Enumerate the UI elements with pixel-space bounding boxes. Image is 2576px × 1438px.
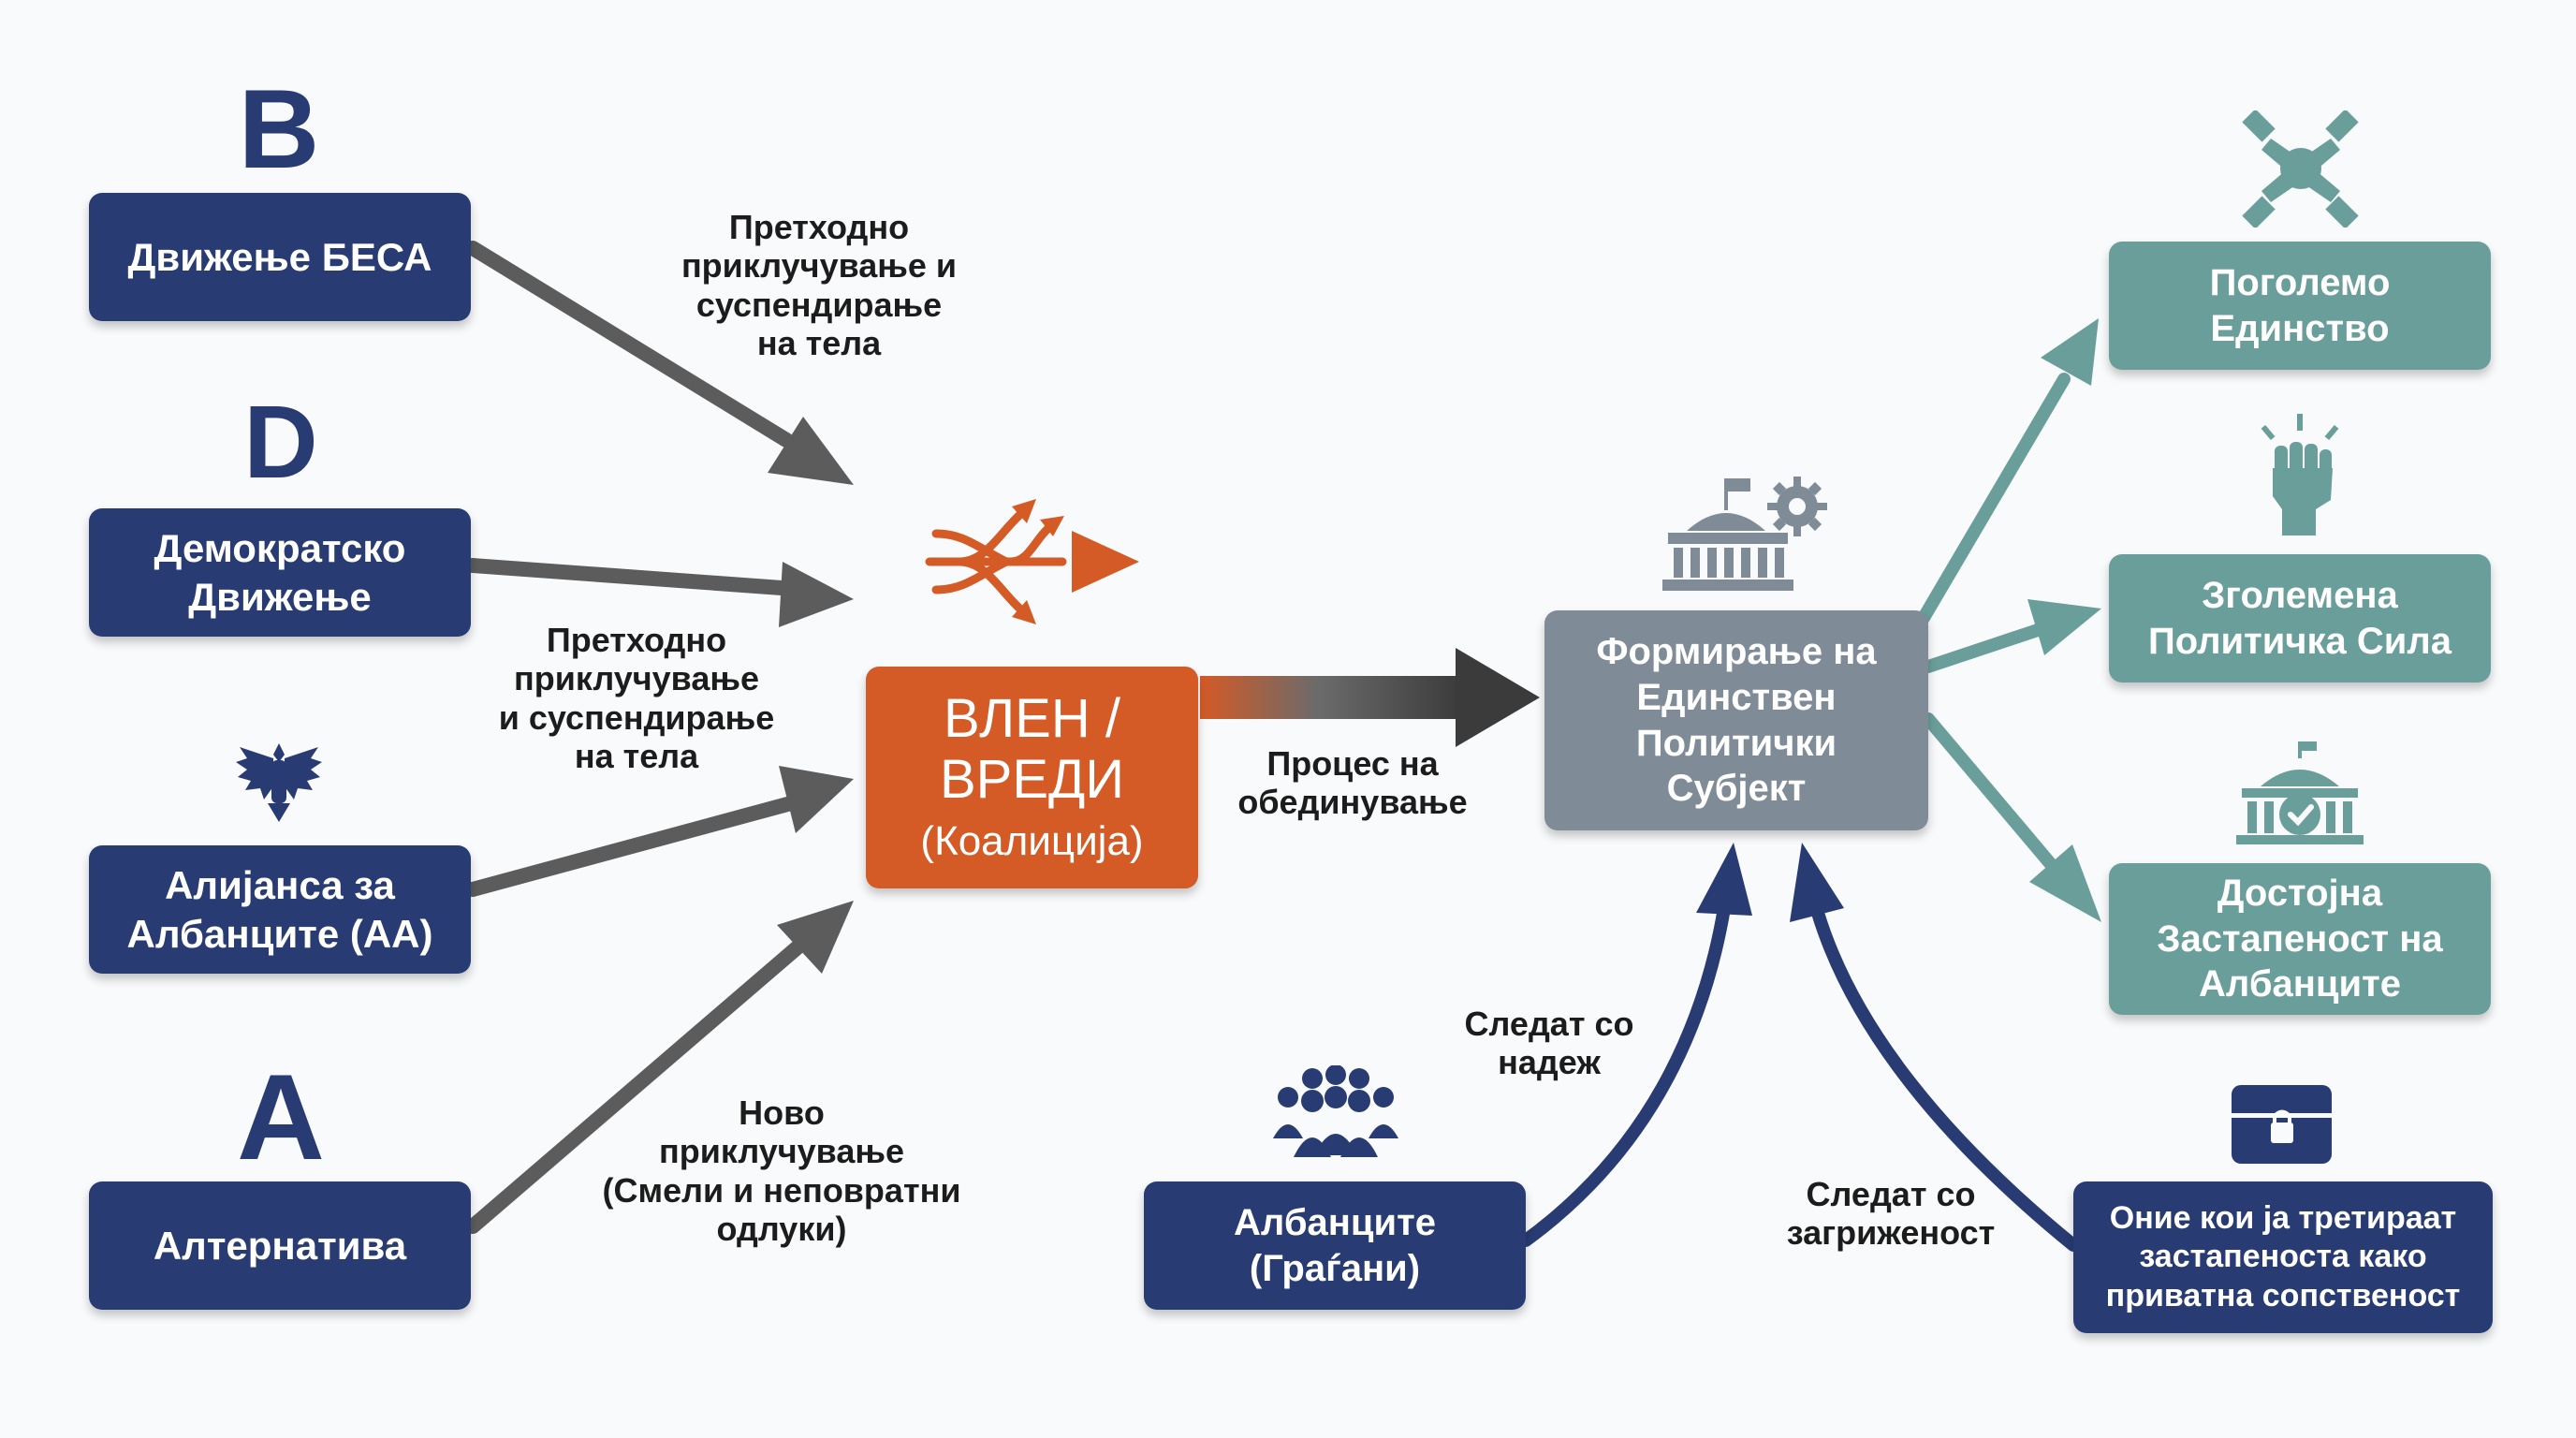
coalition-title: ВЛЕН / ВРЕДИ (939, 687, 1125, 810)
raised-fist-icon (2261, 414, 2339, 536)
outcome-greater-unity: Поголемо Единство (2109, 242, 2491, 370)
vlen-vredi-coalition: ВЛЕН / ВРЕДИ (Коалиција) (866, 667, 1198, 888)
edge-label-alternativa: Ново приклучување (Смели и неповратни од… (602, 1093, 961, 1249)
locked-chest-icon (2232, 1085, 2332, 1164)
parliament-check-icon (2236, 741, 2364, 844)
party-alternativa: Алтернатива (89, 1181, 471, 1310)
arrow-citizens-to-entity (1519, 843, 1752, 1247)
private-ownership-group: Оние кои ја третираат застапеноста како … (2073, 1181, 2493, 1333)
arrow-entity-to-representation (1922, 712, 2101, 922)
albanian-citizens: Албанците (Граѓани) (1144, 1181, 1526, 1310)
arrow-besa-to-vlen (465, 241, 854, 485)
besa-logo-icon: B (238, 66, 320, 192)
people-group-icon (1273, 1065, 1398, 1157)
handshake-icon (2242, 110, 2359, 227)
coalition-subtitle: (Коалиција) (920, 817, 1144, 864)
party-alliance-for-albanians: Алијанса за Албанците (АА) (89, 845, 471, 974)
arrow-entity-to-unity (1917, 318, 2099, 624)
edge-label-concern: Следат со загриженост (1786, 1175, 1996, 1253)
dd-logo-icon: D (243, 385, 318, 500)
alternativa-logo-icon: A (237, 1049, 325, 1185)
party-democratic-movement: Демократско Движење (89, 508, 471, 637)
party-besa: Движење БЕСА (89, 193, 471, 321)
arrow-vlen-to-entity (1200, 648, 1540, 747)
outcome-dignified-representation: Достојна Застапеност на Албанците (2109, 863, 2491, 1015)
arrow-owners-to-entity (1790, 843, 2080, 1252)
outcome-increased-political-power: Зголемена Политичка Сила (2109, 554, 2491, 682)
edge-label-process: Процес на обединување (1237, 744, 1468, 822)
edge-label-hope: Следат со надеж (1464, 1005, 1634, 1082)
arrow-entity-to-power (1922, 599, 2101, 673)
edge-label-dd: Претходно приклучување и суспендирање на… (498, 621, 775, 776)
edge-label-besa: Претходно приклучување и суспендирање на… (681, 208, 958, 363)
merging-arrows-icon (925, 499, 1139, 624)
arrow-alternativa-to-vlen (465, 901, 854, 1234)
albanian-eagle-icon (236, 743, 322, 822)
arrow-dd-to-vlen (465, 558, 854, 627)
arrow-aa-to-vlen (465, 766, 854, 897)
unified-political-entity: Формирање на Единствен Политички Субјект (1544, 610, 1928, 830)
parliament-gear-icon (1662, 477, 1827, 591)
